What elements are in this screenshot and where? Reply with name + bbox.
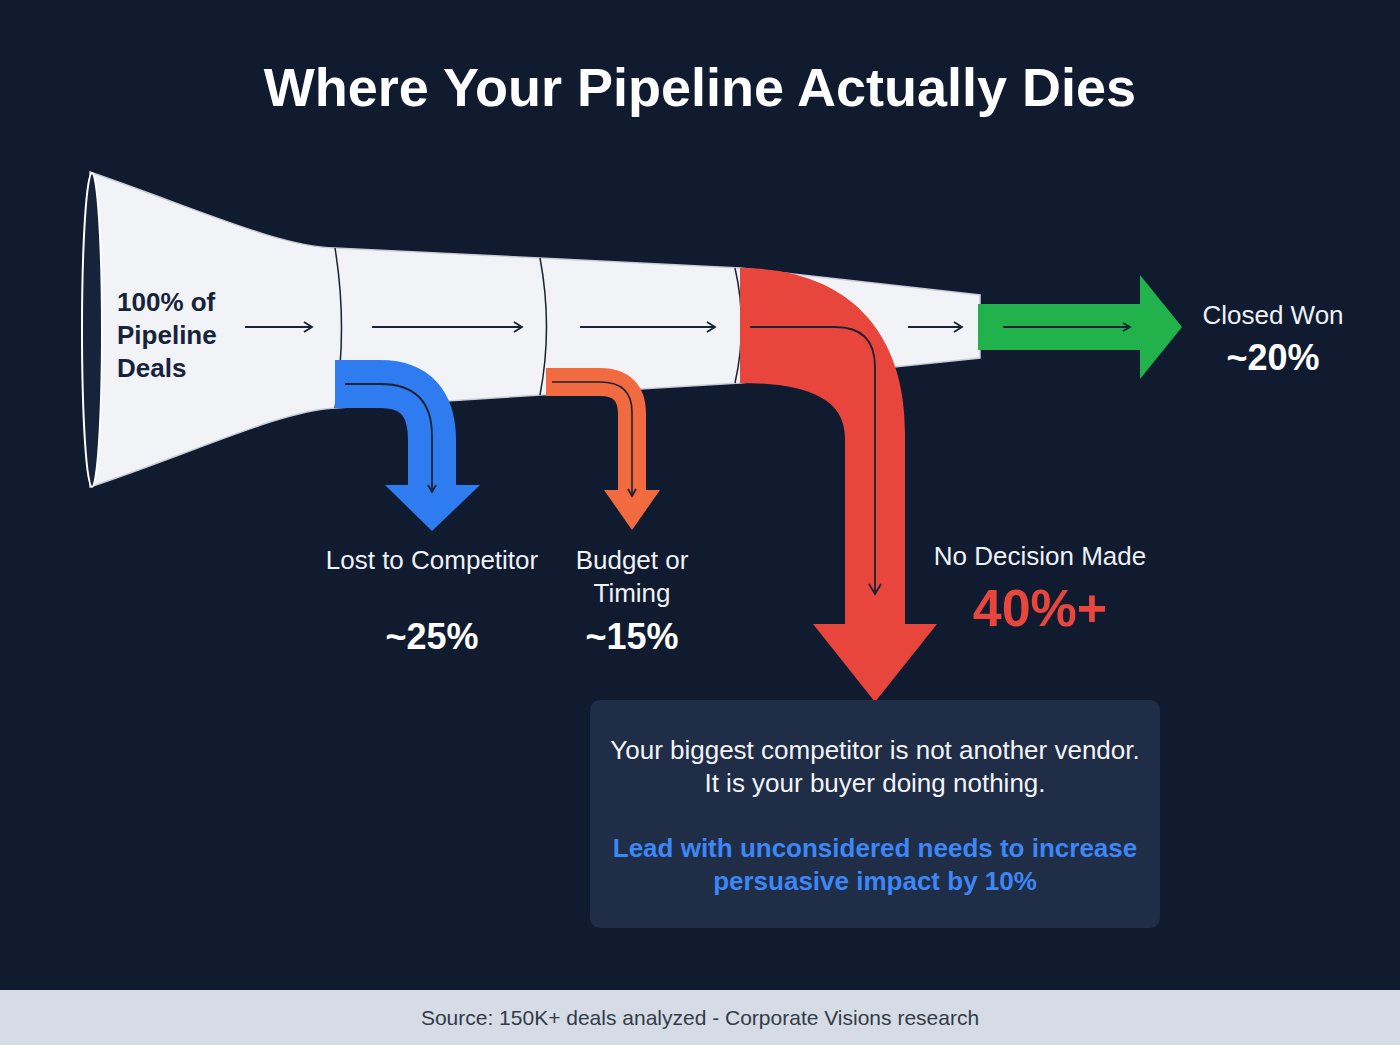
callout-statement: Your biggest competitor is not another v… <box>610 734 1140 800</box>
outcome-percent: ~25% <box>332 616 532 658</box>
flow-arrow <box>908 326 962 328</box>
diagram-title: Where Your Pipeline Actually Dies <box>0 56 1400 118</box>
flow-arrow <box>580 326 715 328</box>
closed-won-arrow <box>978 275 1182 379</box>
competitor-arrow <box>335 384 480 531</box>
outcome-label: No Decision Made <box>900 540 1180 573</box>
funnel-shape: 100% of Pipeline Deals <box>80 165 990 495</box>
outcome-percent: ~20% <box>1173 337 1373 379</box>
callout-advice: Lead with unconsidered needs to increase… <box>610 832 1140 898</box>
segment-divider <box>540 258 547 395</box>
outcome-label: Lost to Competitor <box>322 544 542 577</box>
outcome-percent: 40%+ <box>920 578 1160 638</box>
segment-divider <box>335 248 342 408</box>
flow-line-head <box>869 584 881 594</box>
funnel-mouth <box>82 173 102 487</box>
budget-arrow <box>546 382 660 530</box>
callout-box: Your biggest competitor is not another v… <box>590 700 1160 928</box>
funnel-body <box>90 172 980 487</box>
flow-arrow <box>245 326 312 328</box>
segment-divider <box>735 268 742 383</box>
outcome-label: Budget or Timing <box>542 544 722 610</box>
flow-arrow <box>372 326 522 328</box>
outcome-label: Closed Won <box>1173 299 1373 332</box>
source-footer: Source: 150K+ deals analyzed - Corporate… <box>0 990 1400 1045</box>
source-note: Source: 150K+ deals analyzed - Corporate… <box>421 1006 979 1030</box>
flow-line <box>750 327 875 594</box>
outcome-percent: ~15% <box>532 616 732 658</box>
funnel-label: 100% of Pipeline Deals <box>117 286 242 385</box>
